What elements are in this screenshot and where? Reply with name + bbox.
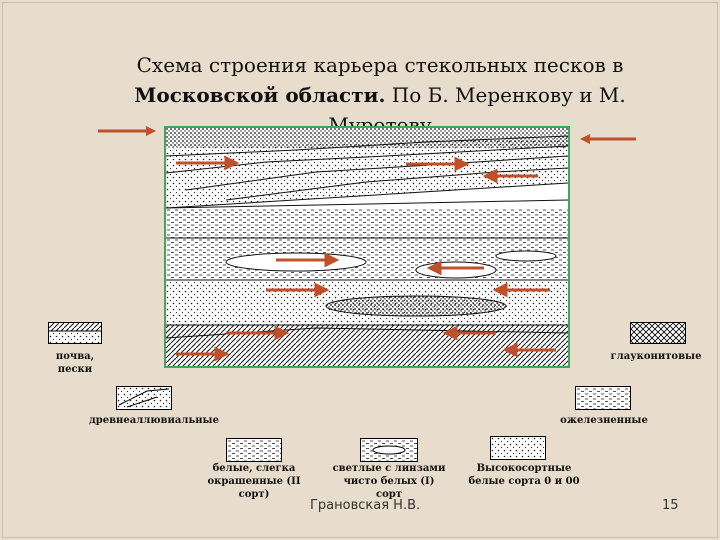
legend-swatch-ferruginous <box>575 386 631 410</box>
right-pointer-arrow <box>580 134 636 144</box>
title-bold-part: Московской области. <box>134 83 386 107</box>
quarry-cross-section <box>164 126 570 368</box>
legend-swatch-soil <box>48 322 102 344</box>
legend-swatch-high-grade <box>490 436 546 460</box>
legend-swatch-light-lenses <box>360 438 418 462</box>
lens-4 <box>325 295 507 317</box>
legend-label-soil: почва, пески <box>55 351 95 375</box>
legend-label-white-tinted: белые, слегка окрашенные (II сорт) <box>207 463 301 500</box>
title-line-1: Схема строения карьера стекольных песков… <box>136 53 624 77</box>
lens-1 <box>225 252 367 272</box>
direction-arrows <box>176 155 556 362</box>
lens-2 <box>415 261 497 279</box>
layer-glauconite <box>166 325 568 366</box>
legend-swatch-white-tinted <box>226 438 282 462</box>
layer-dashed-1 <box>166 208 568 238</box>
layer-cross-bedded <box>166 138 568 208</box>
legend-label-glauconite: глауконитовые <box>610 351 702 362</box>
legend-label-ferruginous: ожелезненные <box>560 415 648 426</box>
left-pointer-arrow <box>98 126 156 136</box>
legend-label-high-grade: Высокосортные белые сорта 0 и 00 <box>468 463 580 487</box>
quarry-cross-section-svg <box>166 128 568 366</box>
legend-label-light-lenses: светлые с линзами чисто белых (I) сорт <box>332 463 446 500</box>
legend-swatch-alluvial <box>116 386 172 410</box>
lens-3 <box>495 250 557 262</box>
footer-author: Грановская Н.В. <box>310 498 421 513</box>
legend-label-alluvial: древнеаллювиальные <box>89 415 219 426</box>
footer-page-number: 15 <box>662 498 679 513</box>
legend-swatch-glauconite <box>630 322 686 344</box>
